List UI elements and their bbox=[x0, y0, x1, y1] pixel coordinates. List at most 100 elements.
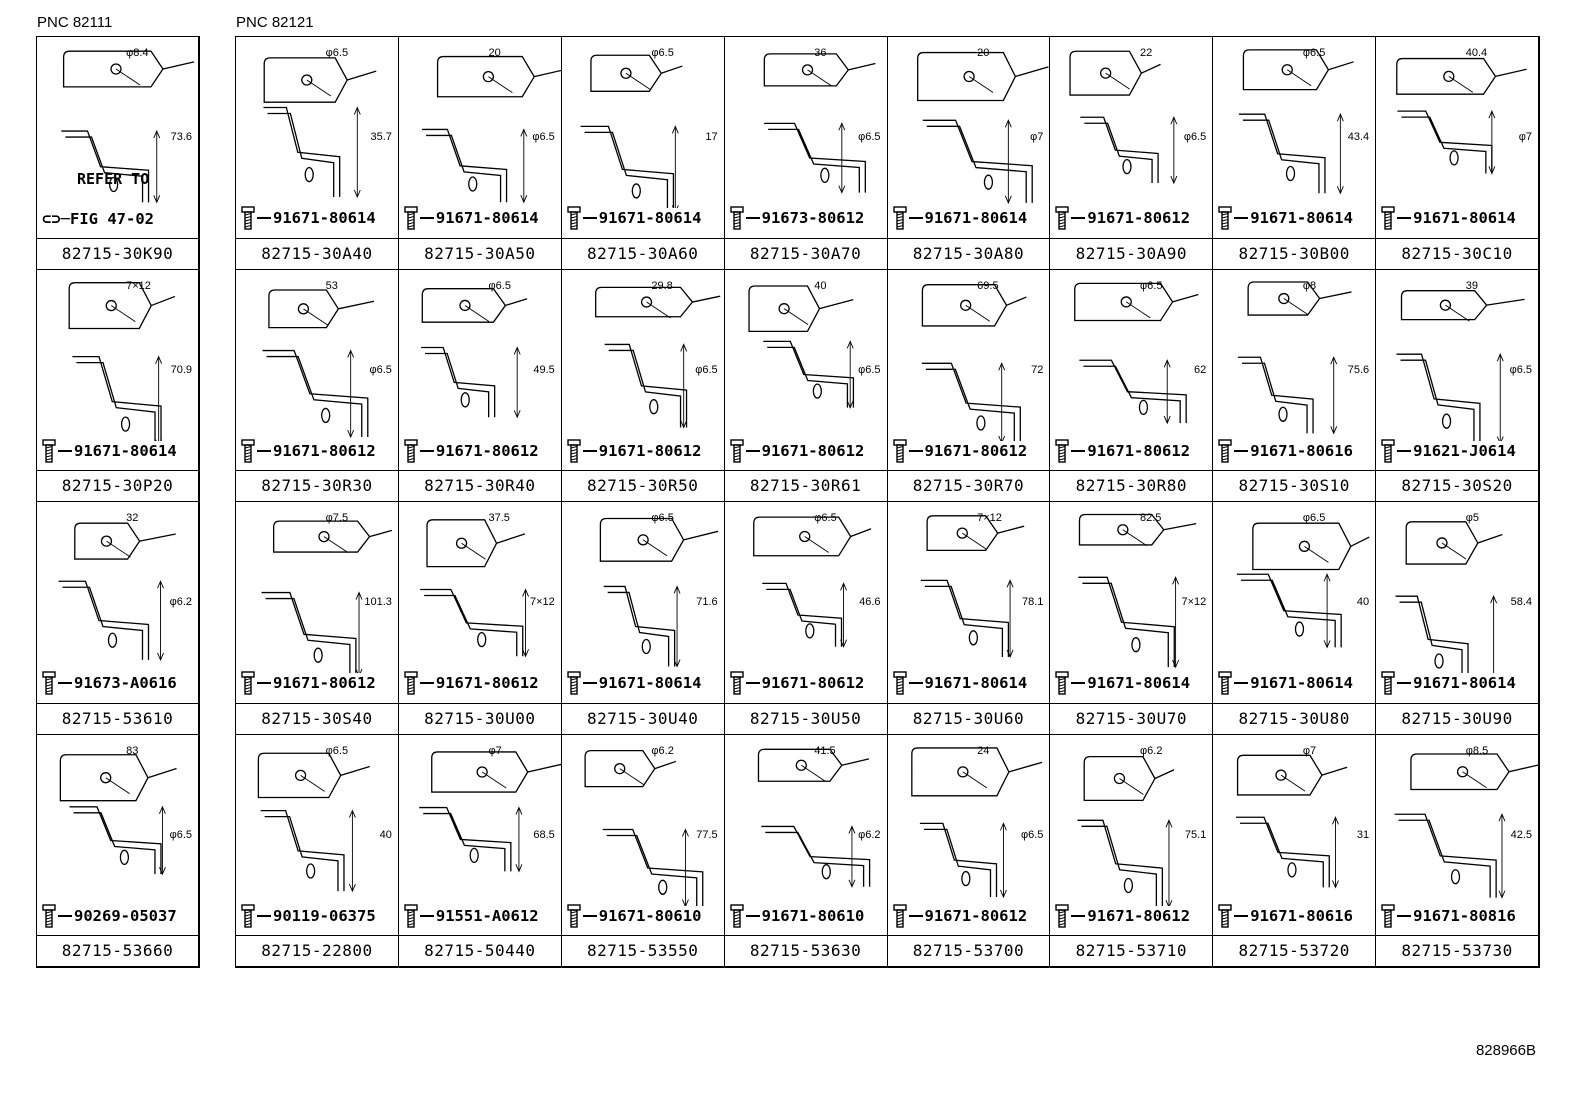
bolt-part-number: 91671-80612 bbox=[567, 438, 701, 463]
bolt-icon bbox=[1381, 438, 1395, 463]
dimension-label: φ6.5 bbox=[1020, 828, 1044, 841]
bracket-drawing bbox=[763, 53, 876, 194]
bracket-part-number[interactable]: 82715-30R50 bbox=[561, 470, 724, 501]
bracket-part-number[interactable]: 82715-30K90 bbox=[37, 237, 198, 269]
bracket-drawing bbox=[594, 286, 721, 429]
dimension-label: 62 bbox=[1194, 363, 1207, 376]
dimension-label: φ7 bbox=[1518, 131, 1532, 144]
bolt-number-text: 91671-80612 bbox=[435, 441, 539, 460]
bolt-icon bbox=[892, 438, 907, 463]
bolt-icon bbox=[892, 206, 907, 230]
dimension-label: φ6.5 bbox=[1302, 512, 1326, 524]
bracket-part-number[interactable]: 82715-53630 bbox=[724, 935, 887, 966]
bracket-part-number[interactable]: 82715-30A50 bbox=[398, 237, 561, 269]
bracket-part-number[interactable]: 82715-30U70 bbox=[1050, 702, 1213, 734]
bracket-part-number[interactable]: 82715-30A70 bbox=[724, 237, 887, 269]
bracket-part-number[interactable]: 82715-30A80 bbox=[887, 237, 1050, 269]
refer-figure-label: FIG 47-02 bbox=[70, 210, 154, 228]
dimension-label: 41.5 bbox=[814, 744, 836, 757]
bracket-drawing bbox=[419, 750, 561, 872]
dimension-label: φ6.5 bbox=[325, 47, 349, 59]
bracket-part-number[interactable]: 82715-53730 bbox=[1376, 935, 1538, 966]
bolt-icon bbox=[42, 438, 56, 463]
bolt-part-number: 91671-80614 bbox=[567, 671, 701, 695]
bolt-icon bbox=[729, 671, 744, 695]
dimension-label: φ7 bbox=[488, 744, 502, 757]
bolt-icon bbox=[42, 671, 56, 695]
bracket-part-number[interactable]: 82715-30A40 bbox=[236, 237, 398, 269]
bracket-part-number[interactable]: 82715-30S40 bbox=[236, 702, 398, 734]
bracket-part-number[interactable]: 82715-30R40 bbox=[398, 470, 561, 501]
bolt-number-text: 91671-80610 bbox=[598, 906, 702, 925]
bracket-part-number[interactable]: 82715-30U60 bbox=[887, 702, 1050, 734]
bolt-number-text: 91671-80614 bbox=[1250, 674, 1353, 692]
bracket-part-number[interactable]: 82715-53700 bbox=[887, 935, 1050, 966]
bolt-part-number: 91671-80614 bbox=[567, 206, 701, 230]
bracket-drawing bbox=[1237, 522, 1370, 649]
bracket-part-number[interactable]: 82715-30C10 bbox=[1376, 237, 1538, 269]
bracket-part-number[interactable]: 82715-30S10 bbox=[1213, 470, 1376, 501]
bolt-number-text: 90119-06375 bbox=[273, 906, 376, 925]
dimension-label: φ6.5 bbox=[1140, 279, 1163, 292]
dimension-label: φ6.5 bbox=[695, 363, 718, 376]
bolt-icon bbox=[241, 903, 255, 928]
bracket-drawing bbox=[910, 746, 1042, 898]
bracket-part-number[interactable]: 82715-53550 bbox=[561, 935, 724, 966]
bolt-number-text: 91671-80614 bbox=[1413, 209, 1516, 227]
bolt-part-number: 91673-80612 bbox=[729, 206, 864, 230]
dimension-label: φ6.5 bbox=[488, 279, 511, 292]
bracket-part-number[interactable]: 82715-53610 bbox=[37, 702, 198, 734]
figure-code: 828966B bbox=[1475, 1042, 1536, 1059]
bracket-part-number[interactable]: 82715-30R30 bbox=[236, 470, 398, 501]
bracket-drawing bbox=[58, 522, 176, 662]
bracket-drawing bbox=[262, 288, 375, 438]
bracket-part-number[interactable]: 82715-53660 bbox=[37, 935, 198, 966]
dimension-label: 71.6 bbox=[696, 596, 718, 609]
bracket-part-number[interactable]: 82715-30P20 bbox=[37, 470, 198, 501]
refer-figure[interactable]: ⊂⊃─FIG 47-02 bbox=[42, 210, 154, 228]
bracket-part-number[interactable]: 82715-30U00 bbox=[398, 702, 561, 734]
bracket-drawing bbox=[752, 516, 871, 648]
bracket-drawing bbox=[580, 54, 683, 208]
bracket-part-number[interactable]: 82715-30R80 bbox=[1050, 470, 1213, 501]
bracket-part-number[interactable]: 82715-30R61 bbox=[724, 470, 887, 501]
bolt-icon bbox=[1381, 671, 1395, 695]
bracket-part-number[interactable]: 82715-30B00 bbox=[1213, 237, 1376, 269]
bolt-icon bbox=[1055, 206, 1070, 230]
bracket-part-number[interactable]: 82715-50440 bbox=[398, 935, 561, 966]
bolt-part-number: 91671-80614 bbox=[404, 206, 539, 230]
bolt-icon bbox=[1218, 671, 1232, 695]
bracket-part-number[interactable]: 82715-30R70 bbox=[887, 470, 1050, 501]
bracket-part-number[interactable]: 82715-30A90 bbox=[1050, 237, 1213, 269]
bracket-part-number[interactable]: 82715-53720 bbox=[1213, 935, 1376, 966]
bracket-part-number[interactable]: 82715-30A60 bbox=[561, 237, 724, 269]
bracket-part-number[interactable]: 82715-30U80 bbox=[1213, 702, 1376, 734]
bracket-part-number[interactable]: 82715-30U50 bbox=[724, 702, 887, 734]
bolt-number-text: 91671-80612 bbox=[761, 441, 865, 460]
bolt-icon bbox=[567, 671, 581, 695]
bracket-drawing bbox=[1396, 57, 1527, 175]
bracket-drawing bbox=[757, 748, 870, 888]
dimension-label: 36 bbox=[814, 47, 827, 59]
bracket-drawing bbox=[1074, 282, 1199, 424]
bracket-part-number[interactable]: 82715-30U90 bbox=[1376, 702, 1538, 734]
bracket-drawing bbox=[59, 753, 177, 875]
bracket-part-number[interactable]: 82715-53710 bbox=[1050, 935, 1213, 966]
bracket-drawing bbox=[1069, 50, 1178, 185]
bracket-drawing bbox=[1239, 49, 1355, 195]
bracket-part-number[interactable]: 82715-30U40 bbox=[561, 702, 724, 734]
bracket-part-number[interactable]: 82715-30S20 bbox=[1376, 470, 1538, 501]
bracket-part-number[interactable]: 82715-22800 bbox=[236, 935, 398, 966]
dimension-label: 17 bbox=[705, 131, 718, 144]
